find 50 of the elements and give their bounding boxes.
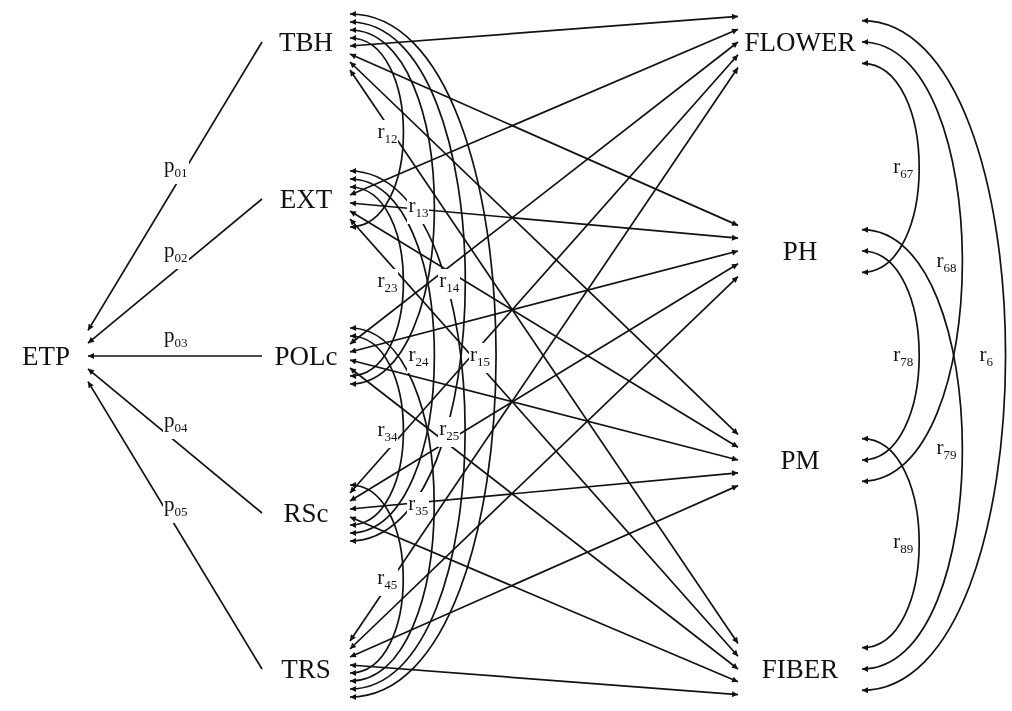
edge-label: r$_{14}$: [438, 268, 461, 299]
arrow: [87, 367, 263, 514]
curved-double-arrow: [861, 249, 921, 462]
double-headed-arrow: [349, 53, 739, 227]
double-headed-arrow: [349, 200, 739, 241]
curved-double-arrow: [349, 177, 436, 535]
curved-double-arrow: [349, 20, 467, 543]
curved-double-arrow: [349, 185, 405, 378]
arrow: [87, 380, 263, 670]
arrow: [87, 353, 263, 359]
variable-label: ETP: [4, 318, 88, 394]
variable-label: RSc: [262, 475, 350, 551]
double-headed-arrow: [349, 262, 739, 502]
variable-label: EXT: [262, 161, 350, 237]
double-headed-arrow: [349, 358, 739, 462]
double-headed-arrow: [349, 484, 739, 658]
variable-label: PH: [738, 213, 862, 289]
curved-double-arrow: [349, 334, 405, 527]
variable-label: FLOWER: [738, 4, 862, 80]
curved-double-arrow: [861, 228, 964, 671]
variable-label: FIBER: [738, 631, 862, 707]
curved-double-arrow: [861, 19, 1007, 692]
double-headed-arrow: [349, 249, 739, 354]
edge-label: r$_{45}$: [376, 566, 399, 597]
double-headed-arrow: [349, 13, 739, 49]
curved-double-arrow: [349, 483, 405, 675]
edge-label: r$_{24}$: [407, 343, 430, 374]
double-headed-arrow: [349, 516, 739, 683]
curved-double-arrow: [861, 61, 921, 274]
edge-label: r$_{25}$: [438, 417, 461, 448]
curved-double-arrow: [861, 437, 921, 650]
variable-label: TBH: [262, 4, 350, 80]
variable-label: POLc: [262, 318, 350, 394]
double-headed-arrow: [349, 470, 739, 512]
curved-double-arrow: [861, 40, 964, 483]
double-headed-arrow: [349, 367, 739, 670]
double-headed-arrow: [349, 662, 739, 698]
curved-double-arrow: [349, 326, 436, 683]
arrow: [87, 41, 263, 332]
double-headed-arrow: [349, 28, 739, 196]
curved-double-arrow: [349, 28, 436, 386]
double-headed-arrow: [349, 210, 739, 449]
curved-double-arrow: [349, 36, 405, 229]
curved-double-arrow: [349, 169, 466, 691]
arrow: [87, 198, 263, 345]
edge-label: r$_{15}$: [469, 342, 492, 373]
curved-double-arrow: [349, 12, 497, 699]
double-headed-arrow: [349, 41, 739, 345]
variable-label: TRS: [262, 631, 350, 707]
variable-label: PM: [738, 422, 862, 498]
